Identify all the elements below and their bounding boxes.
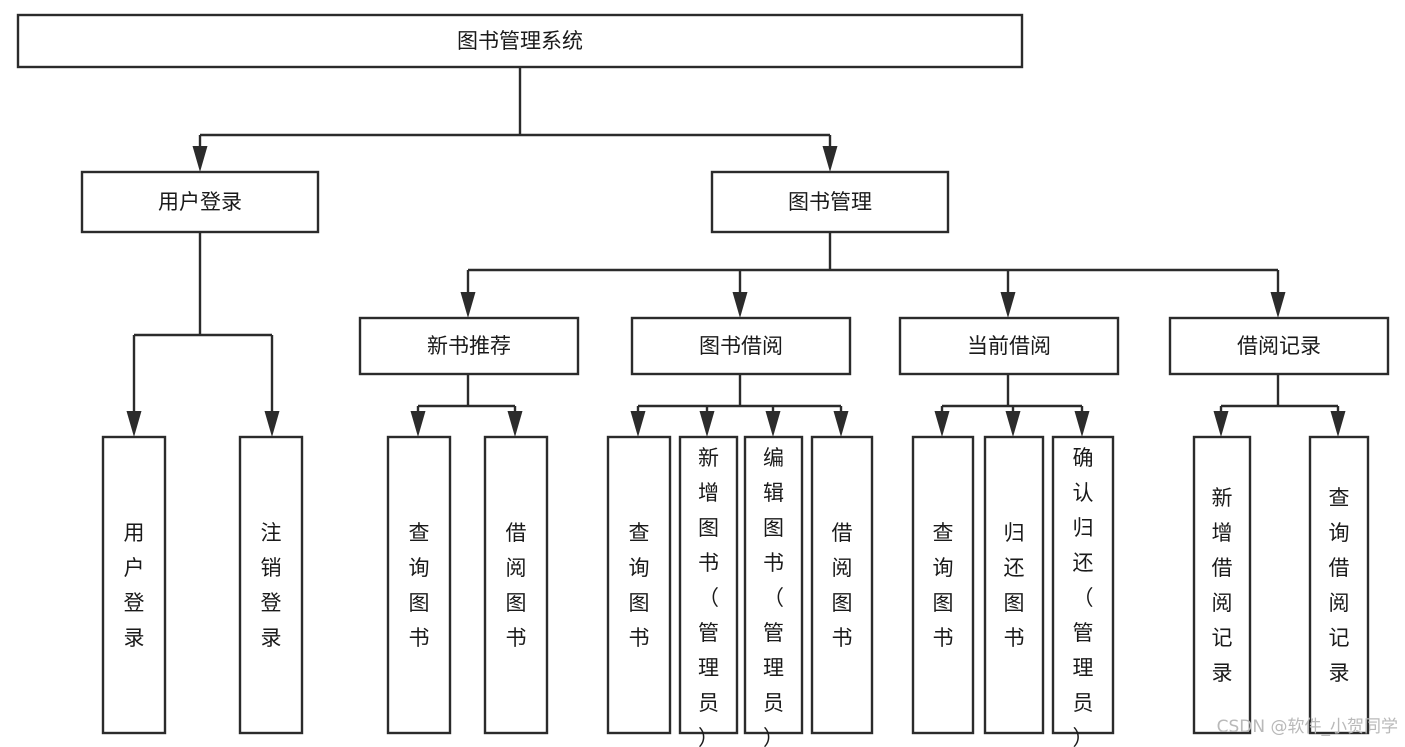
node-box-current-borrow[interactable] bbox=[898, 316, 1120, 376]
node-label-leaf-edit-book: 编辑图书（管理员） bbox=[763, 446, 784, 747]
node-leaf-query-record[interactable]: 查询借阅记录 bbox=[1308, 435, 1370, 735]
node-label-leaf-return-book: 归还图书 bbox=[1004, 521, 1025, 650]
node-label-root: 图书管理系统 bbox=[457, 29, 583, 53]
group-3-drop-1-arrowhead bbox=[1330, 411, 1346, 437]
node-book-borrow[interactable]: 图书借阅 bbox=[630, 316, 852, 376]
node-label-leaf-borrow-book-rec: 借阅图书 bbox=[506, 521, 527, 650]
node-box-root[interactable] bbox=[16, 13, 1024, 69]
node-box-book-manage[interactable] bbox=[710, 170, 950, 234]
node-new-book-rec[interactable]: 新书推荐 bbox=[358, 316, 580, 376]
group-0-drop-0-arrowhead bbox=[410, 411, 426, 437]
node-label-leaf-borrow-book-b: 借阅图书 bbox=[832, 521, 853, 650]
node-box-book-borrow[interactable] bbox=[630, 316, 852, 376]
book-manage-drop-0-arrowhead bbox=[460, 292, 476, 318]
node-label-leaf-query-book-c: 查询图书 bbox=[933, 521, 954, 650]
node-leaf-edit-book[interactable]: 编辑图书（管理员） bbox=[743, 435, 804, 747]
user-login-drop-1-arrowhead bbox=[264, 411, 280, 437]
node-leaf-add-book[interactable]: 新增图书（管理员） bbox=[678, 435, 739, 747]
node-box-leaf-query-book-b[interactable] bbox=[606, 435, 672, 735]
group-1-drop-0-arrowhead bbox=[630, 411, 646, 437]
group-2-drop-2-arrowhead bbox=[1074, 411, 1090, 437]
node-label-leaf-confirm-return: 确认归还（管理员） bbox=[1073, 446, 1094, 747]
node-box-leaf-user-logout[interactable] bbox=[238, 435, 304, 735]
group-1-drop-2-arrowhead bbox=[765, 411, 781, 437]
book-manage-drop-2-arrowhead bbox=[1000, 292, 1016, 318]
node-box-leaf-edit-book[interactable] bbox=[743, 435, 804, 735]
group-2-drop-0-arrowhead bbox=[934, 411, 950, 437]
node-label-new-book-rec: 新书推荐 bbox=[427, 334, 511, 358]
root-drop-0-arrowhead bbox=[192, 146, 208, 172]
node-leaf-confirm-return[interactable]: 确认归还（管理员） bbox=[1051, 435, 1115, 747]
node-leaf-user-login[interactable]: 用户登录 bbox=[101, 435, 167, 735]
node-box-leaf-borrow-book-b[interactable] bbox=[810, 435, 874, 735]
node-leaf-add-record[interactable]: 新增借阅记录 bbox=[1192, 435, 1252, 735]
node-box-user-login[interactable] bbox=[80, 170, 320, 234]
node-box-new-book-rec[interactable] bbox=[358, 316, 580, 376]
node-label-user-login: 用户登录 bbox=[158, 190, 242, 214]
node-layer: 图书管理系统用户登录图书管理新书推荐图书借阅当前借阅借阅记录用户登录注销登录查询… bbox=[16, 13, 1390, 747]
group-1-drop-3-arrowhead bbox=[833, 411, 849, 437]
node-label-leaf-add-book: 新增图书（管理员） bbox=[698, 446, 719, 747]
node-user-login[interactable]: 用户登录 bbox=[80, 170, 320, 234]
node-leaf-borrow-book-rec[interactable]: 借阅图书 bbox=[483, 435, 549, 735]
group-1-drop-1-arrowhead bbox=[699, 411, 715, 437]
node-label-current-borrow: 当前借阅 bbox=[967, 334, 1051, 358]
node-box-leaf-query-book-rec[interactable] bbox=[386, 435, 452, 735]
book-manage-drop-1-arrowhead bbox=[732, 292, 748, 318]
watermark-label: CSDN @软件_小贺同学 bbox=[1217, 717, 1398, 737]
node-leaf-return-book[interactable]: 归还图书 bbox=[983, 435, 1045, 735]
node-label-book-borrow: 图书借阅 bbox=[699, 334, 783, 358]
node-root[interactable]: 图书管理系统 bbox=[16, 13, 1024, 69]
node-leaf-user-logout[interactable]: 注销登录 bbox=[238, 435, 304, 735]
node-book-manage[interactable]: 图书管理 bbox=[710, 170, 950, 234]
connector-layer bbox=[126, 67, 1346, 437]
group-0-drop-1-arrowhead bbox=[507, 411, 523, 437]
node-label-leaf-user-login: 用户登录 bbox=[124, 521, 145, 650]
node-box-leaf-return-book[interactable] bbox=[983, 435, 1045, 735]
group-3-drop-0-arrowhead bbox=[1213, 411, 1229, 437]
node-label-leaf-query-record: 查询借阅记录 bbox=[1329, 486, 1350, 685]
node-leaf-query-book-c[interactable]: 查询图书 bbox=[911, 435, 975, 735]
node-label-leaf-query-book-b: 查询图书 bbox=[629, 521, 650, 650]
root-drop-1-arrowhead bbox=[822, 146, 838, 172]
node-box-borrow-record[interactable] bbox=[1168, 316, 1390, 376]
node-label-leaf-query-book-rec: 查询图书 bbox=[409, 521, 430, 650]
node-label-leaf-add-record: 新增借阅记录 bbox=[1212, 486, 1233, 685]
node-leaf-borrow-book-b[interactable]: 借阅图书 bbox=[810, 435, 874, 735]
node-leaf-query-book-rec[interactable]: 查询图书 bbox=[386, 435, 452, 735]
node-box-leaf-query-book-c[interactable] bbox=[911, 435, 975, 735]
node-box-leaf-borrow-book-rec[interactable] bbox=[483, 435, 549, 735]
node-borrow-record[interactable]: 借阅记录 bbox=[1168, 316, 1390, 376]
user-login-drop-0-arrowhead bbox=[126, 411, 142, 437]
group-2-drop-1-arrowhead bbox=[1005, 411, 1021, 437]
node-current-borrow[interactable]: 当前借阅 bbox=[898, 316, 1120, 376]
node-label-borrow-record: 借阅记录 bbox=[1237, 334, 1321, 358]
node-box-leaf-add-book[interactable] bbox=[678, 435, 739, 735]
node-box-leaf-add-record[interactable] bbox=[1192, 435, 1252, 735]
node-label-leaf-user-logout: 注销登录 bbox=[261, 521, 282, 650]
node-leaf-query-book-b[interactable]: 查询图书 bbox=[606, 435, 672, 735]
book-manage-drop-3-arrowhead bbox=[1270, 292, 1286, 318]
node-box-leaf-confirm-return[interactable] bbox=[1051, 435, 1115, 735]
node-label-book-manage: 图书管理 bbox=[788, 190, 872, 214]
node-box-leaf-user-login[interactable] bbox=[101, 435, 167, 735]
node-box-leaf-query-record[interactable] bbox=[1308, 435, 1370, 735]
